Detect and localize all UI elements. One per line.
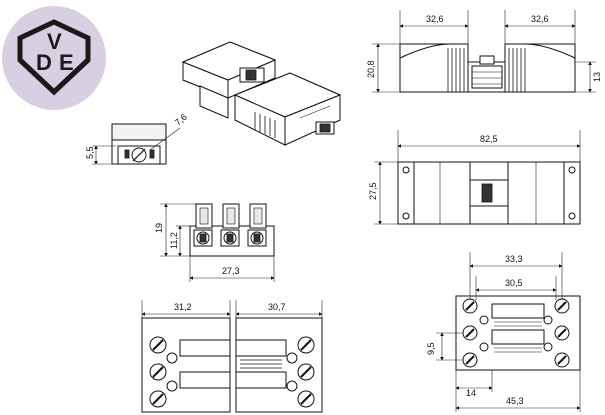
isometric-view [181, 41, 342, 146]
dim-overall-length: 82,5 [480, 134, 498, 144]
dim-front-height: 19 [154, 223, 164, 233]
dim-plan-outer: 33,3 [505, 254, 523, 264]
side-view: 32,6 32,6 20,8 13 [366, 10, 602, 93]
bottom-left-view: 31,2 [141, 300, 231, 413]
bottom-right-view: 30,7 [235, 300, 323, 413]
logo-letter-e: E [59, 50, 74, 75]
dim-plan-pitch: 9,5 [426, 342, 436, 355]
dim-front-width: 27,3 [222, 266, 240, 276]
logo-letter-v: V [47, 29, 62, 54]
detail-plan-view: 33,3 30,5 9,5 14 45,3 [426, 252, 581, 412]
dim-front-inner-height: 11,2 [169, 232, 179, 249]
dim-side-height-right: 13 [592, 72, 602, 82]
dim-small-angle: 7,6 [173, 112, 189, 128]
dim-top-right-width: 32,6 [531, 14, 549, 24]
dim-small-height: 5,5 [85, 146, 95, 159]
dim-bottom-right-width: 30,7 [268, 302, 286, 312]
dim-side-height: 20,8 [366, 60, 376, 78]
dim-plan-total: 45,3 [506, 396, 524, 406]
dim-top-left-width: 32,6 [426, 14, 444, 24]
front-view: 19 11,2 27,3 [154, 203, 275, 282]
dim-plan-inner: 30,5 [505, 278, 523, 288]
top-plan-view: 82,5 27,5 [368, 130, 581, 225]
logo-letter-d: D [36, 50, 52, 75]
dim-overall-width: 27,5 [368, 182, 378, 200]
dim-plan-offset: 14 [466, 388, 476, 398]
dim-bottom-left-width: 31,2 [174, 302, 192, 312]
small-side-view: 5,5 7,6 [85, 112, 189, 165]
vde-logo: D V E [2, 6, 106, 110]
